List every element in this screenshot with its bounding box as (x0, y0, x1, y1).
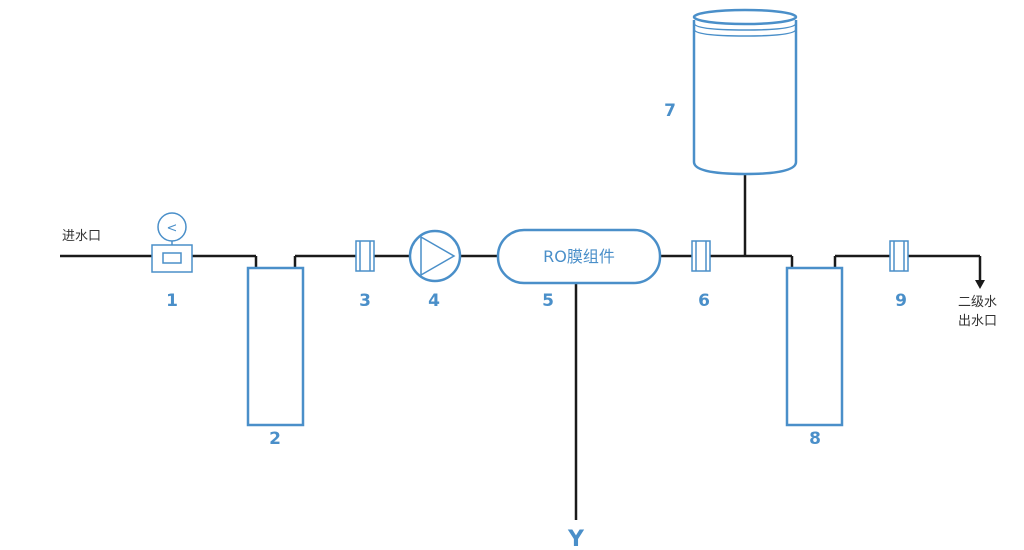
ro-module-body (496, 228, 662, 285)
component-4-pump (408, 229, 462, 283)
valve-3-body (355, 240, 375, 272)
tank-body (692, 20, 798, 176)
gauge-symbol: < (167, 221, 178, 236)
component-5-ro-module: RO膜组件 (496, 228, 662, 285)
number-3: 3 (359, 291, 371, 311)
ro-module-label: RO膜组件 (543, 247, 615, 266)
outlet-arrow-icon (975, 280, 985, 289)
number-9: 9 (895, 291, 907, 311)
number-5: 5 (542, 291, 554, 311)
number-6: 6 (698, 291, 710, 311)
component-7-storage-tank (692, 8, 798, 176)
pipes (60, 174, 985, 520)
number-7: 7 (664, 101, 676, 121)
tank-ring-1 (693, 22, 797, 31)
pump-triangle-icon (420, 235, 456, 277)
drain-label: Y (567, 527, 585, 550)
number-2: 2 (269, 429, 281, 449)
component-1-flowmeter: < (151, 212, 193, 273)
flowmeter-window (162, 252, 182, 264)
inlet-label: 进水口 (62, 229, 101, 244)
number-8: 8 (809, 429, 821, 449)
outlet-label-line1: 二级水 (958, 295, 997, 310)
number-4: 4 (428, 291, 440, 311)
number-1: 1 (166, 291, 178, 311)
valve-6-body (691, 240, 711, 272)
component-6-valve (691, 240, 711, 272)
valve-9-body (889, 240, 909, 272)
component-2-filter-column (246, 266, 305, 427)
tank-ring-2 (693, 28, 797, 37)
component-9-valve (889, 240, 909, 272)
component-3-valve (355, 240, 375, 272)
tank-top (692, 8, 798, 26)
outlet-label-line2: 出水口 (958, 314, 997, 329)
component-8-filter-column (785, 266, 844, 427)
